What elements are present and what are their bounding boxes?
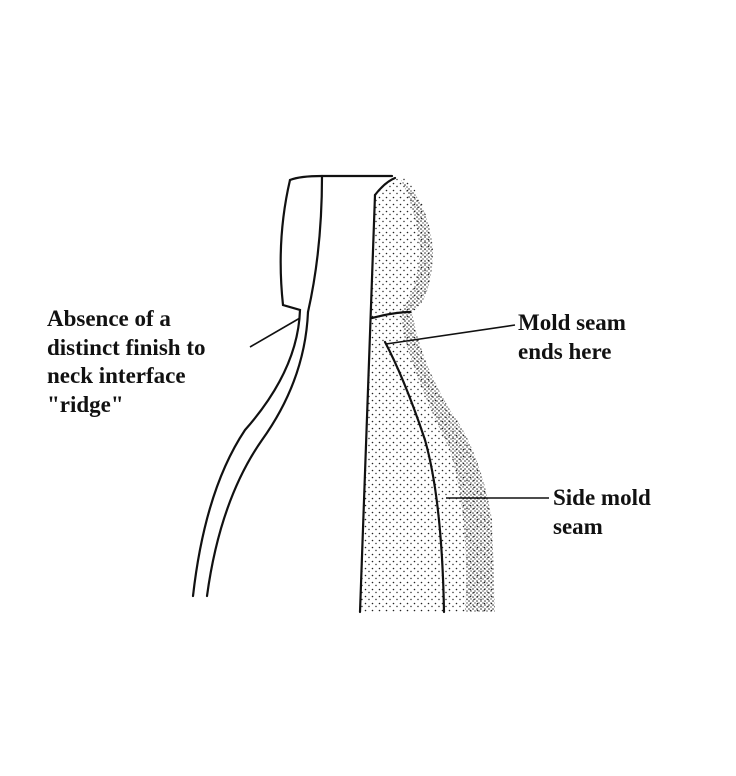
label-mold-seam-end: Mold seam ends here	[518, 309, 626, 366]
center-line	[358, 193, 377, 614]
label-line: Mold seam	[518, 310, 626, 335]
label-line: neck interface	[47, 363, 186, 388]
pointer-mold-seam-end	[385, 324, 516, 345]
label-line: Side mold	[553, 485, 651, 510]
label-line: Absence of a	[47, 306, 171, 331]
finish-neck-line	[370, 310, 412, 320]
side-mold-seam	[383, 340, 446, 614]
shaded-edge	[400, 178, 495, 612]
inner-vertical	[306, 174, 324, 314]
label-line: "ridge"	[47, 391, 124, 417]
label-line: distinct finish to	[47, 334, 206, 360]
pointer-finish	[249, 317, 301, 348]
left-inner-outline	[205, 310, 310, 598]
label-line: seam	[553, 513, 603, 539]
label-side-mold-seam: Side mold seam	[553, 484, 651, 541]
left-outer-outline	[191, 178, 302, 598]
right-rim-curve	[373, 176, 397, 197]
label-line: ends here	[518, 338, 612, 364]
label-finish-interface: Absence of a distinct finish to neck int…	[47, 305, 205, 419]
top-rim	[288, 174, 394, 182]
